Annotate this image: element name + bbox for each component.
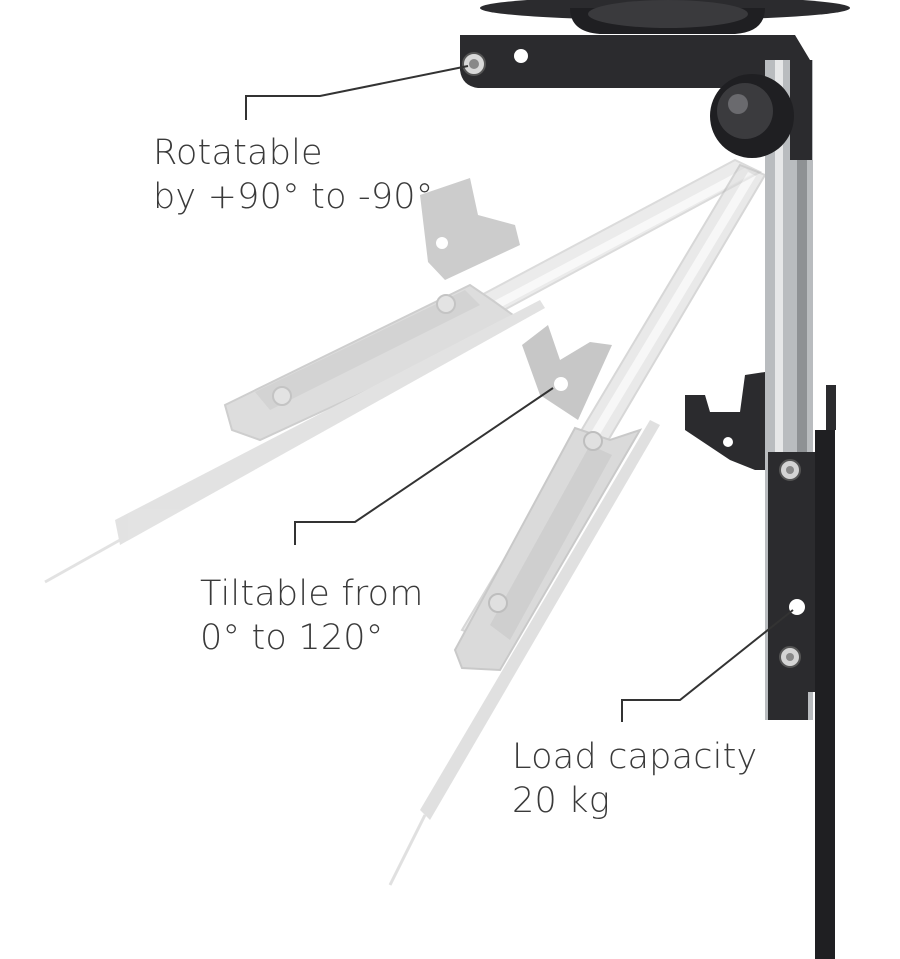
ghost-arm-position-1 [44, 158, 763, 584]
top-bracket [460, 35, 810, 88]
callout-tiltable-line2: 0° to 120° [200, 618, 384, 658]
callout-load-line1: Load capacity [512, 737, 758, 777]
leader-line-load [621, 609, 794, 722]
tv-bracket [768, 385, 836, 959]
callout-rotatable-line1: Rotatable [153, 133, 323, 173]
leader-line-tiltable [294, 387, 554, 545]
hook-bracket [685, 372, 765, 470]
callout-rotatable: Rotatable by +90° to -90° [153, 131, 433, 219]
leader-lines [245, 65, 794, 722]
callout-load-capacity: Load capacity 20 kg [512, 735, 757, 823]
ceiling-plate [480, 0, 850, 34]
callout-load-line2: 20 kg [512, 781, 610, 821]
callout-tiltable: Tiltable from 0° to 120° [200, 572, 424, 660]
callout-rotatable-line2: by +90° to -90° [153, 177, 434, 217]
ghost-arm-position-2 [388, 163, 767, 886]
callout-tiltable-line1: Tiltable from [200, 574, 424, 614]
pivot-knob [710, 74, 794, 158]
leader-line-rotatable [245, 65, 469, 120]
